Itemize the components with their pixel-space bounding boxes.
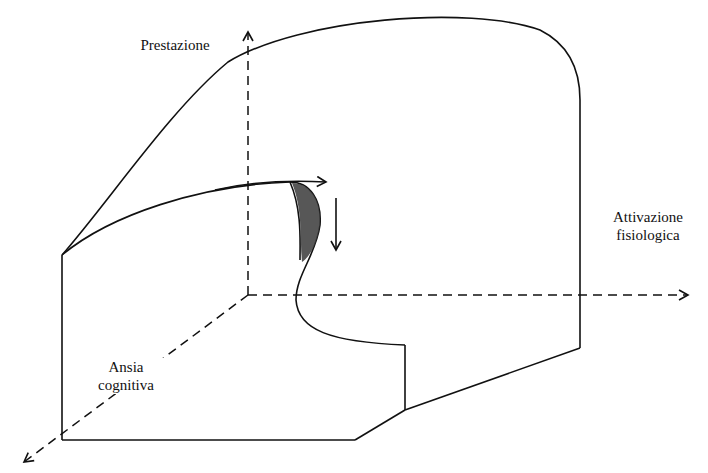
axis-label: Attivazione fisiologica: [600, 208, 696, 244]
axis-label: Ansia cognitiva: [84, 358, 168, 394]
axis-label: Prestazione: [118, 36, 232, 54]
